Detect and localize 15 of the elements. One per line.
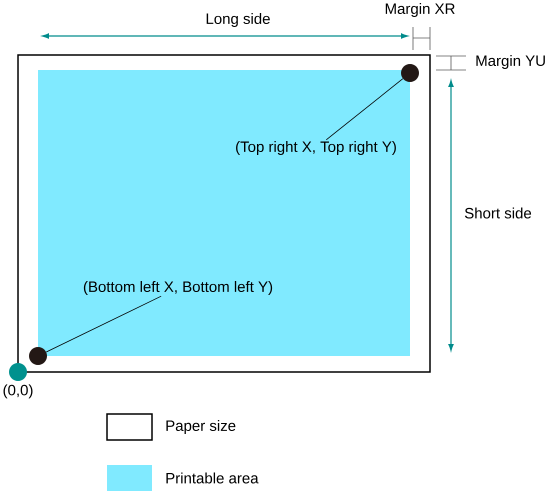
leader-line — [46, 296, 162, 352]
dimension-label: Margin YU — [476, 55, 545, 69]
origin-label: (0,0) — [4, 384, 32, 398]
dimension-label: Short side — [464, 207, 532, 218]
printable-area — [38, 70, 410, 356]
coordinate-label: (Bottom left X, Bottom left Y) — [84, 281, 272, 295]
corner-dot — [29, 347, 47, 365]
corner-dot — [401, 64, 419, 82]
dimension-label: Margin XR — [386, 3, 455, 17]
legend-label: Printable area — [166, 472, 259, 484]
coordinate-label: (Top right X, Top right Y) — [236, 141, 396, 155]
origin-dot — [9, 363, 27, 381]
dimension-label: Long side — [206, 13, 270, 27]
legend-label: Paper size — [166, 420, 236, 434]
leader-line — [326, 78, 404, 140]
